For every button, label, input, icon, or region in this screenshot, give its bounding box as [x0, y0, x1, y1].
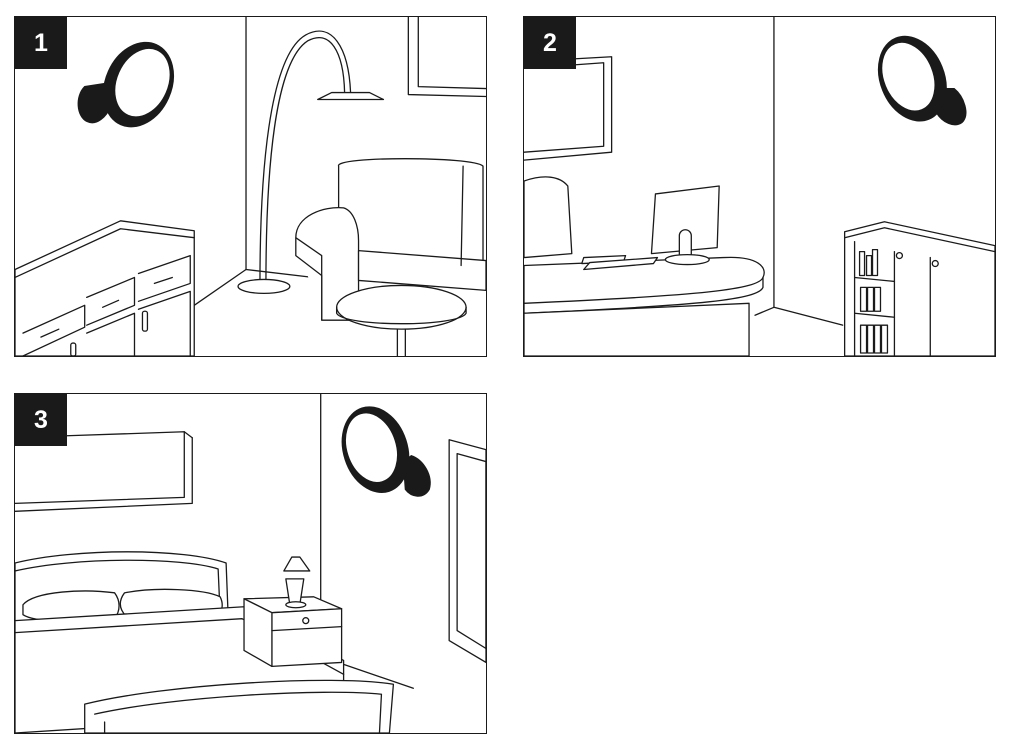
- bedroom-scene: [15, 394, 486, 733]
- wall-mounted-lamp-device: [866, 26, 965, 131]
- sideboard: [15, 221, 194, 356]
- computer-monitor: [651, 186, 719, 265]
- panel-number-badge: 1: [15, 17, 67, 69]
- panel-number-badge: 2: [524, 17, 576, 69]
- wall-mirror: [449, 440, 486, 663]
- armchair: [296, 159, 486, 321]
- panel-number-badge: 3: [15, 394, 67, 446]
- bookshelf-cabinet: [845, 222, 995, 356]
- nightstand: [244, 597, 342, 667]
- office-chair: [524, 177, 572, 258]
- table-lamp: [284, 557, 310, 608]
- illustration-panel-living-room: 1: [14, 16, 487, 357]
- floor-lamp: [238, 31, 383, 293]
- wall-mounted-lamp-device: [332, 398, 431, 501]
- illustration-panel-office: 2: [523, 16, 996, 357]
- desk: [524, 256, 764, 356]
- wall-mounted-lamp-device: [78, 31, 186, 138]
- living-room-scene: [15, 17, 486, 356]
- office-scene: [524, 17, 995, 356]
- books: [860, 250, 888, 353]
- coffee-table: [337, 285, 466, 356]
- illustration-panel-bedroom: 3: [14, 393, 487, 734]
